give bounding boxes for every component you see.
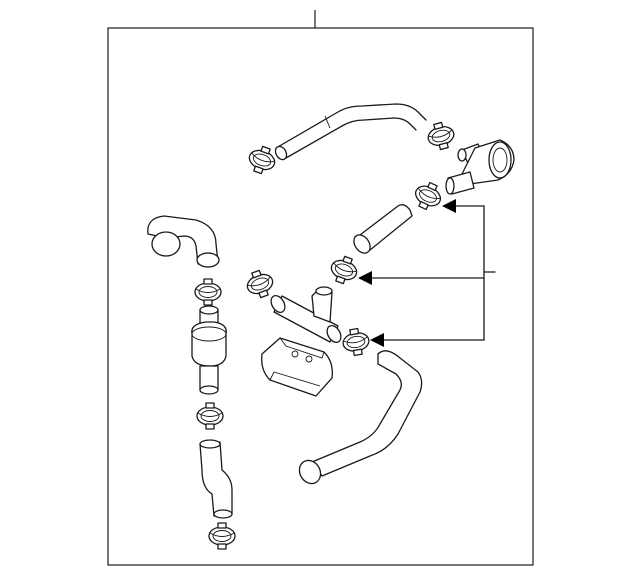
tee-connector [270, 286, 342, 344]
callout-arrow-3 [370, 333, 384, 347]
left-lower-hose [199, 439, 233, 519]
upper-hose [274, 103, 427, 161]
short-hose-clamp [410, 178, 446, 214]
upper-hose-clamp-right [424, 119, 458, 153]
diagram-frame [107, 10, 534, 566]
callout-arrow-1 [442, 199, 456, 213]
check-valve [191, 305, 227, 395]
left-hose-clamp-middle [196, 402, 224, 430]
tee-clamp-right [326, 252, 362, 288]
coolant-outlet-fitting [445, 139, 515, 195]
left-hose-clamp-top [194, 278, 222, 306]
lower-hose-clamp [340, 326, 372, 358]
left-hose-clamp-bottom [208, 522, 236, 550]
upper-hose-clamp-left [244, 142, 280, 178]
callout-arrow-2 [358, 271, 372, 285]
mounting-bracket [261, 337, 333, 397]
short-hose [353, 204, 413, 254]
left-elbow-hose [147, 215, 220, 268]
tee-clamp-left [242, 266, 278, 302]
callout-leader [371, 205, 496, 341]
lower-hose [298, 350, 423, 485]
